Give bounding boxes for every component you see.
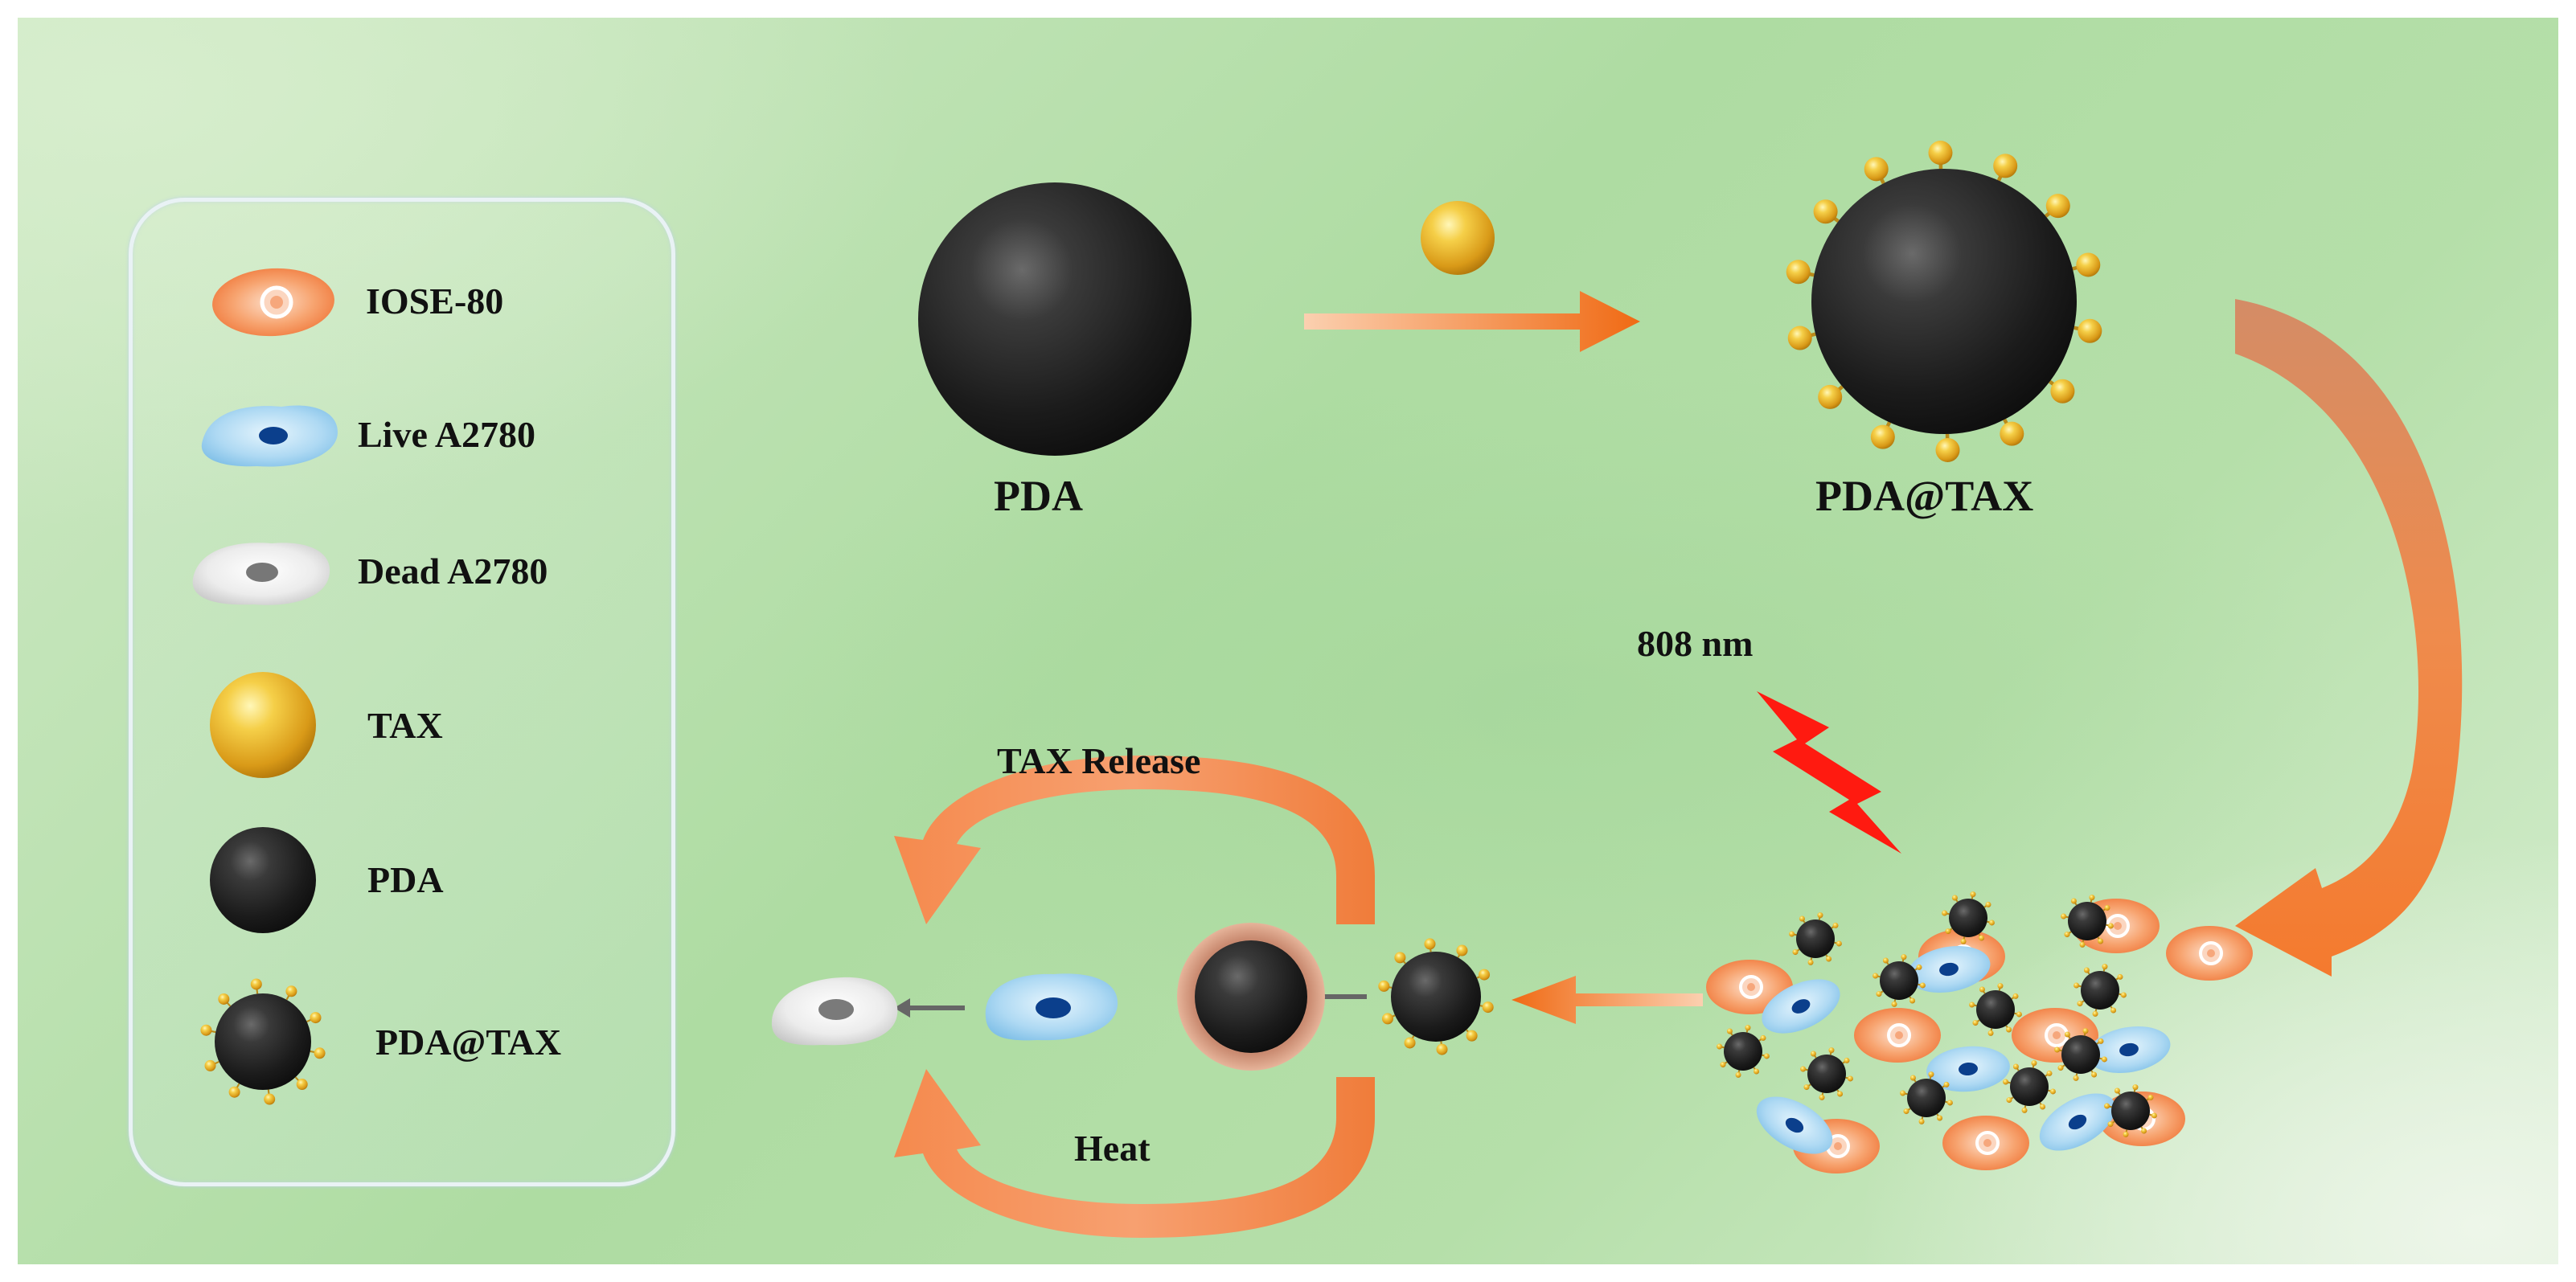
pda-nanoparticle-icon <box>918 182 1192 456</box>
laser-bolt-icon <box>1757 691 1901 854</box>
cell-cluster <box>1706 891 2253 1173</box>
legend-tax-icon <box>210 672 316 778</box>
cluster-pdatax-particle <box>1969 983 2022 1036</box>
tax-release-loop-arrow-icon <box>894 756 1375 924</box>
cluster-pdatax-particle <box>2003 1060 2056 1113</box>
heated-pda-particle-icon <box>1177 923 1325 1071</box>
legend-label-tax: TAX <box>367 705 443 746</box>
legend-live-cell-icon <box>201 405 338 467</box>
cluster-pdatax-particle <box>1942 891 1995 944</box>
legend-label-iose80: IOSE-80 <box>366 281 504 322</box>
cluster-pdatax-particle <box>2061 895 2114 948</box>
cluster-pdatax-particle <box>1873 954 1926 1007</box>
tax-release-label: TAX Release <box>997 740 1201 781</box>
loading-arrow-icon <box>1304 291 1640 352</box>
death-arrow-icon <box>894 998 965 1018</box>
cluster-iose80-cell <box>2166 926 2253 981</box>
dead-a2780-cell-icon <box>771 977 898 1046</box>
legend-iose80-cell-icon <box>212 268 334 337</box>
cluster-iose80-cell <box>1942 1116 2029 1170</box>
delivery-curved-arrow-icon <box>2235 299 2463 977</box>
cluster-iose80-cell <box>1854 1008 1941 1063</box>
cluster-pdatax-particle <box>1717 1025 1770 1078</box>
live-a2780-cell-icon <box>985 973 1118 1041</box>
cluster-live-a2780-cell <box>2039 1093 2116 1151</box>
cluster-live-a2780-cell <box>1756 1096 1833 1154</box>
pdatax-label: PDA@TAX <box>1815 472 2034 520</box>
cluster-to-particle-arrow-icon <box>1512 976 1703 1024</box>
legend-label-pdatax: PDA@TAX <box>375 1022 562 1063</box>
cluster-pdatax-particle <box>1800 1047 1853 1100</box>
cluster-pdatax-particle <box>2074 964 2127 1017</box>
cluster-live-a2780-cell <box>1762 979 1840 1034</box>
pdatax-nanoparticle-icon <box>1786 141 2102 462</box>
legend-pdatax-icon <box>200 978 326 1105</box>
tax-particle-icon <box>1421 201 1495 275</box>
legend-label-live-a2780: Live A2780 <box>358 414 536 455</box>
heat-label: Heat <box>1074 1128 1151 1169</box>
cluster-live-a2780-cell <box>1907 945 1991 993</box>
cluster-pdatax-particle <box>1900 1071 1953 1124</box>
legend-label-dead-a2780: Dead A2780 <box>358 551 548 592</box>
cluster-live-a2780-cell <box>1926 1046 2010 1092</box>
legend-label-pda: PDA <box>367 859 444 900</box>
cluster-live-a2780-cell <box>2087 1026 2171 1074</box>
heat-loop-arrow-icon <box>894 1069 1375 1238</box>
legend-dead-cell-icon <box>192 543 330 605</box>
cluster-pdatax-particle <box>2054 1028 2107 1081</box>
cluster-pdatax-particle <box>1789 912 1842 965</box>
cluster-pdatax-particle <box>2104 1084 2157 1137</box>
single-pdatax-particle-icon <box>1378 938 1494 1055</box>
pda-label: PDA <box>994 472 1083 520</box>
legend-pda-icon <box>210 827 316 933</box>
laser-wavelength-label: 808 nm <box>1637 623 1754 664</box>
